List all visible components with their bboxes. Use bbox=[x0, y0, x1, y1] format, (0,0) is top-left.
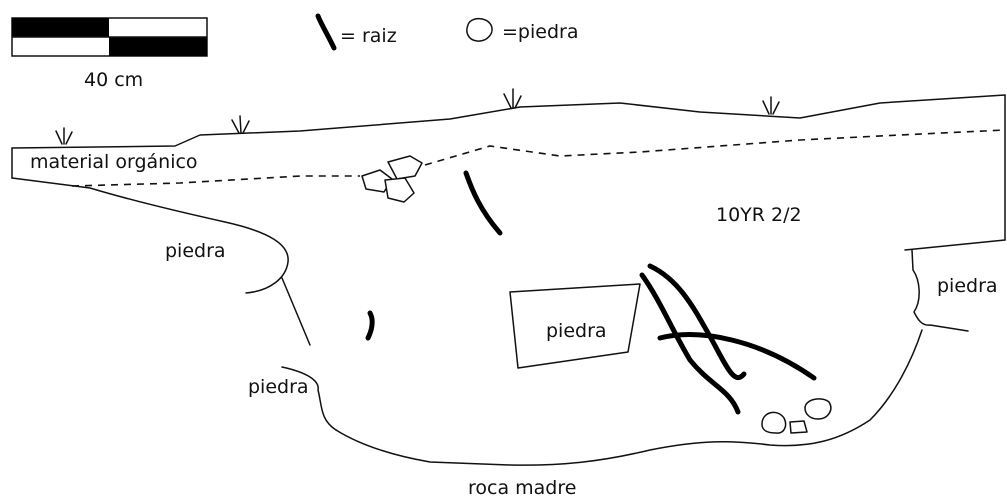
soil-color-label: 10YR 2/2 bbox=[716, 204, 802, 226]
scale-bar-segment-bottom-right bbox=[109, 37, 207, 56]
root-icon bbox=[466, 173, 500, 233]
legend-stone-label: =piedra bbox=[502, 21, 578, 43]
organic-material-label: material orgánico bbox=[30, 151, 198, 173]
grass-icon bbox=[763, 97, 779, 114]
stone-icon bbox=[805, 399, 831, 419]
pit-wall-left bbox=[282, 278, 310, 345]
organic-horizon-boundary bbox=[72, 130, 1005, 186]
stone-label-center: piedra bbox=[546, 320, 607, 342]
stone-icon bbox=[385, 178, 414, 202]
pit-wall-upper-left bbox=[12, 178, 288, 293]
grass-icon bbox=[56, 128, 72, 144]
stone-label-right: piedra bbox=[937, 275, 998, 297]
root-icon bbox=[660, 335, 814, 378]
scale-bar-segment-top-left bbox=[12, 18, 109, 37]
scale-bar bbox=[12, 18, 207, 56]
root-icon bbox=[650, 266, 744, 378]
root-icon bbox=[642, 275, 738, 412]
stone-icon bbox=[388, 156, 422, 179]
stone-label-left-upper: piedra bbox=[165, 240, 226, 262]
root-icon bbox=[368, 313, 372, 338]
legend-stone-icon bbox=[467, 19, 492, 41]
pit-wall-right-top bbox=[905, 240, 1005, 250]
grass-icon bbox=[232, 116, 249, 133]
legend-root-icon bbox=[318, 16, 334, 48]
pit-wall-right-bottom bbox=[930, 325, 968, 331]
scale-bar-label: 40 cm bbox=[84, 69, 143, 91]
stone-label-left-lower: piedra bbox=[248, 376, 309, 398]
grass-icon bbox=[504, 89, 521, 108]
stone-right-outline bbox=[912, 250, 930, 325]
grass-tufts bbox=[56, 89, 779, 144]
bedrock-label: roca madre bbox=[468, 477, 576, 498]
legend-root-label: = raiz bbox=[340, 25, 397, 47]
stone-icon bbox=[762, 412, 786, 433]
stone-icon bbox=[790, 421, 807, 433]
